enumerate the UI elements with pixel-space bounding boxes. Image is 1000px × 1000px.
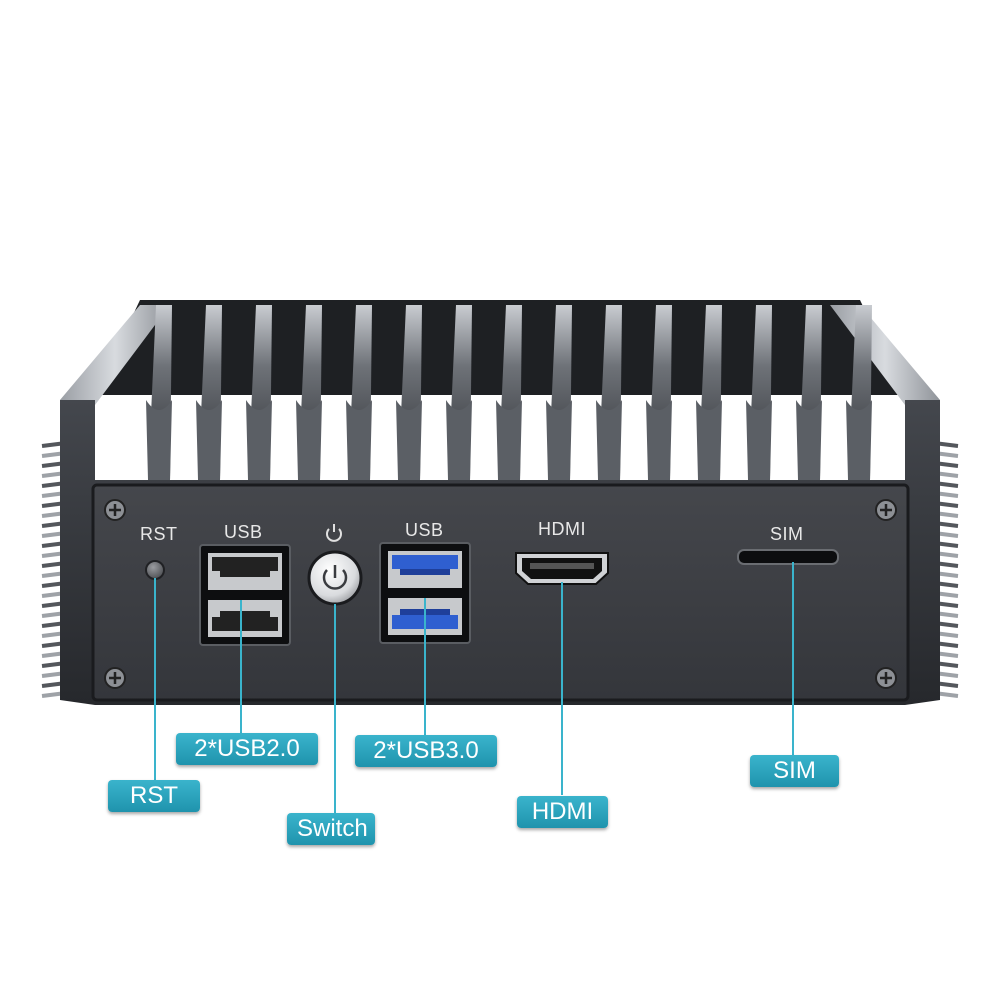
power-switch[interactable] bbox=[307, 550, 363, 606]
usb2-panel-label: USB bbox=[224, 522, 263, 542]
hdmi-panel-label: HDMI bbox=[538, 519, 586, 539]
heatsink-fin bbox=[396, 305, 422, 480]
screw-icon bbox=[875, 667, 897, 689]
usb2-port-stack bbox=[199, 544, 291, 646]
heatsink-fin bbox=[346, 305, 372, 480]
reset-button[interactable] bbox=[145, 560, 165, 580]
heatsink-fins bbox=[146, 305, 872, 480]
heatsink-fin bbox=[796, 305, 822, 480]
callout-switch: Switch bbox=[287, 813, 375, 845]
sim-slot[interactable] bbox=[737, 549, 839, 565]
power-icon bbox=[322, 565, 348, 590]
heatsink-fin bbox=[646, 305, 672, 480]
heatsink-fin bbox=[696, 305, 722, 480]
usb2-port-top[interactable] bbox=[208, 553, 282, 590]
heatsink-fin bbox=[846, 305, 872, 480]
heatsink-fin bbox=[196, 305, 222, 480]
heatsink-fin bbox=[146, 305, 172, 480]
callout-usb2: 2*USB2.0 bbox=[176, 733, 318, 765]
front-panel bbox=[91, 483, 910, 702]
leader-lines bbox=[154, 562, 794, 815]
screw-icon bbox=[104, 667, 126, 689]
heatsink-fin bbox=[446, 305, 472, 480]
usb3-port-top[interactable] bbox=[388, 551, 462, 588]
callout-sim: SIM bbox=[750, 755, 839, 787]
rst-panel-label: RST bbox=[140, 524, 178, 544]
heatsink-fin bbox=[246, 305, 272, 480]
sim-panel-label: SIM bbox=[770, 524, 804, 544]
heatsink-fin bbox=[296, 305, 322, 480]
heatsink-fin bbox=[746, 305, 772, 480]
power-icon bbox=[326, 524, 342, 542]
callout-usb3: 2*USB3.0 bbox=[355, 735, 497, 767]
hdmi-port[interactable] bbox=[515, 552, 609, 585]
screw-icon bbox=[104, 499, 126, 521]
left-rail bbox=[60, 305, 170, 405]
screw-icon bbox=[875, 499, 897, 521]
heatsink-fin bbox=[496, 305, 522, 480]
heatsink-fin bbox=[546, 305, 572, 480]
heatsink-fin bbox=[596, 305, 622, 480]
usb2-port-bottom[interactable] bbox=[208, 600, 282, 637]
heatsink bbox=[60, 300, 940, 480]
callout-rst: RST bbox=[108, 780, 200, 812]
callout-hdmi: HDMI bbox=[517, 796, 608, 828]
usb3-panel-label: USB bbox=[405, 520, 444, 540]
